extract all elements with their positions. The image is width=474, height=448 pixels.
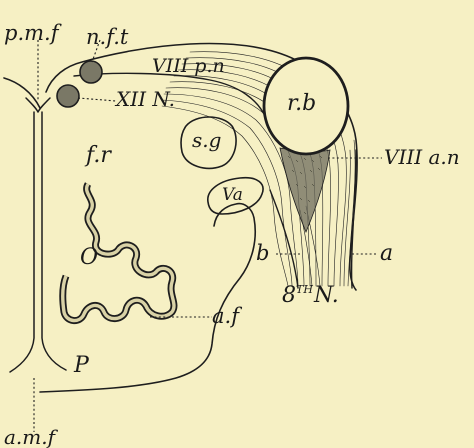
label-va: Va bbox=[222, 185, 243, 205]
nft-nucleus bbox=[80, 61, 102, 83]
label-viii-pn: VIII p.n bbox=[152, 55, 225, 77]
xii-nucleus bbox=[57, 85, 79, 107]
label-8-n: N. bbox=[313, 283, 339, 308]
label-8-sup: TH bbox=[296, 283, 313, 296]
label-8th-nerve: 8THN. bbox=[282, 283, 339, 308]
ventral-outline bbox=[40, 204, 255, 392]
label-viii-an: VIII a.n bbox=[384, 145, 460, 169]
label-amf: a.m.f bbox=[4, 425, 59, 448]
left-dorsal-outline bbox=[4, 78, 40, 108]
label-rb: r.b bbox=[287, 91, 316, 116]
xii-leader bbox=[78, 98, 116, 101]
label-xii-n: XII N. bbox=[114, 87, 175, 111]
label-sg: s.g bbox=[192, 128, 221, 152]
median-line-outer bbox=[10, 112, 34, 372]
label-a: a bbox=[380, 241, 393, 266]
label-pmf: p.m.f bbox=[4, 21, 62, 45]
label-b: b bbox=[256, 241, 269, 265]
label-p: P bbox=[73, 353, 90, 378]
label-8-num: 8 bbox=[282, 283, 296, 308]
label-af: a.f bbox=[212, 304, 242, 328]
label-nft: n.f.t bbox=[86, 25, 129, 49]
label-o: O bbox=[80, 245, 98, 270]
median-line-inner bbox=[42, 112, 66, 370]
label-fr: f.r bbox=[84, 143, 112, 168]
